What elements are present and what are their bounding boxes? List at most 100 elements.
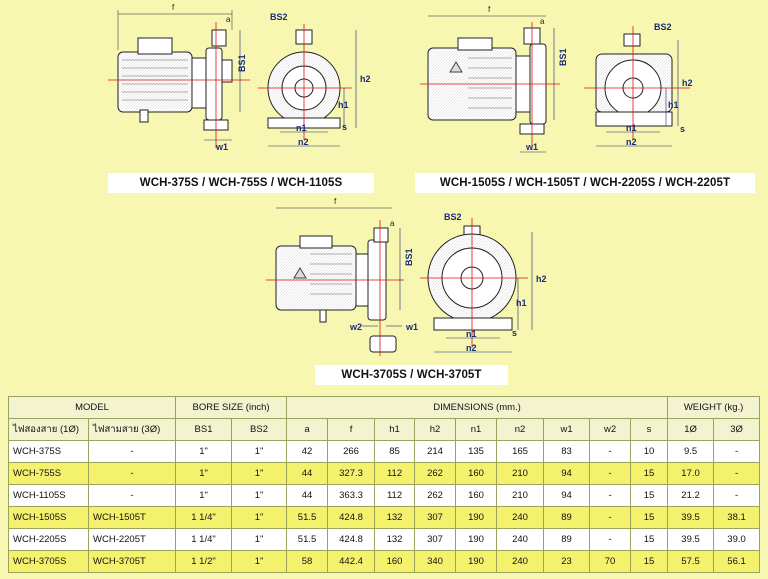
- col-header-n2: n2: [496, 418, 545, 441]
- dim-label-h2: h2: [360, 74, 371, 84]
- dim-label-n2-3: n2: [466, 343, 477, 353]
- dim-label-f-2: f: [488, 5, 491, 14]
- col-header-a: a: [286, 418, 329, 441]
- bore-size-header: BORE SIZE (inch): [175, 396, 288, 419]
- dim-label-h1-3: h1: [516, 298, 527, 308]
- cell-bs1: 1 1/2": [175, 550, 233, 573]
- dim-label-w2-3: w2: [349, 322, 362, 332]
- cell-n2: 165: [496, 440, 545, 463]
- cell-model-1ph: WCH-3705S: [8, 550, 89, 573]
- dim-label-bs1-3: BS1: [404, 248, 414, 266]
- single-phase-symbol: (1Ø): [60, 424, 79, 435]
- cell-h1: 85: [374, 440, 416, 463]
- cell-weight-1ph: 57.5: [667, 550, 715, 573]
- cell-a: 51.5: [286, 528, 329, 551]
- col-header-weight-3ph: 3Ø: [713, 418, 761, 441]
- cell-weight-1ph: 39.5: [667, 506, 715, 529]
- dimensions-header-text: DIMENSIONS (mm.): [433, 402, 521, 413]
- cell-n2: 210: [496, 484, 545, 507]
- dim-label-bs2: BS2: [270, 12, 288, 22]
- cell-model-1ph: WCH-755S: [8, 462, 89, 485]
- spec-table: MODEL BORE SIZE (inch) DIMENSIONS (mm.) …: [7, 396, 761, 573]
- weight-header: WEIGHT (kg.): [667, 396, 761, 419]
- cell-bs2: 1": [231, 440, 288, 463]
- cell-weight-3ph: 39.0: [713, 528, 761, 551]
- cell-model-3ph: -: [87, 440, 177, 463]
- cell-bs2: 1": [231, 550, 288, 573]
- cell-weight-1ph: 21.2: [667, 484, 715, 507]
- cell-w2: -: [589, 462, 632, 485]
- cell-h1: 132: [374, 506, 416, 529]
- header-row-1: MODEL BORE SIZE (inch) DIMENSIONS (mm.) …: [7, 396, 761, 419]
- cell-n1: 160: [455, 462, 498, 485]
- cell-h1: 132: [374, 528, 416, 551]
- cell-n2: 240: [496, 506, 545, 529]
- cell-f: 363.3: [327, 484, 376, 507]
- cell-h1: 112: [374, 484, 416, 507]
- dimensions-header: DIMENSIONS (mm.): [286, 396, 669, 419]
- cell-h2: 262: [414, 462, 457, 485]
- pump-front-view-2: BS2 h2 h1 n1 n2 s: [584, 22, 693, 147]
- cell-weight-3ph: -: [713, 440, 761, 463]
- three-phase-header: ไฟสามสาย (3Ø): [87, 418, 177, 441]
- cell-weight-3ph: -: [713, 462, 761, 485]
- col-header-w1: w1: [543, 418, 591, 441]
- cell-w2: -: [589, 528, 632, 551]
- cell-weight-3ph: 38.1: [713, 506, 761, 529]
- dim-label-n2: n2: [298, 137, 309, 147]
- dim-label-a: a: [226, 15, 231, 24]
- model-header: MODEL: [7, 396, 177, 419]
- dim-label-a-3: a: [390, 219, 395, 228]
- cell-n2: 210: [496, 462, 545, 485]
- cell-f: 266: [327, 440, 376, 463]
- cell-model-1ph: WCH-1505S: [8, 506, 89, 529]
- cell-bs2: 1": [231, 506, 288, 529]
- cell-h2: 340: [414, 550, 457, 573]
- dim-label-n2-2: n2: [626, 137, 637, 147]
- cell-h2: 262: [414, 484, 457, 507]
- cell-w1: 89: [543, 528, 591, 551]
- cell-bs1: 1 1/4": [175, 528, 233, 551]
- dim-label-h2-2: h2: [682, 78, 693, 88]
- cell-h1: 112: [374, 462, 416, 485]
- cell-f: 327.3: [327, 462, 376, 485]
- dim-label-h2-3: h2: [536, 274, 547, 284]
- pump-side-view-3: f a BS1 w2 w1: [266, 197, 418, 356]
- cell-bs2: 1": [231, 528, 288, 551]
- cell-a: 44: [286, 484, 329, 507]
- pump-front-view-1: BS2 h2 h1 n1 n2 s: [258, 12, 371, 147]
- caption-group-1: WCH-375S / WCH-755S / WCH-1105S: [108, 173, 374, 193]
- cell-a: 42: [286, 440, 329, 463]
- dim-label-w1-2: w1: [525, 142, 538, 152]
- dim-label-h1: h1: [338, 100, 349, 110]
- single-phase-header: ไฟสองสาย (1Ø): [8, 418, 89, 441]
- col-header-h1: h1: [374, 418, 416, 441]
- single-phase-label: ไฟสองสาย: [13, 424, 58, 435]
- col-header-bs1: BS1: [175, 418, 233, 441]
- cell-bs2: 1": [231, 484, 288, 507]
- cell-model-1ph: WCH-375S: [8, 440, 89, 463]
- cell-weight-1ph: 9.5: [667, 440, 715, 463]
- cell-model-1ph: WCH-2205S: [8, 528, 89, 551]
- cell-n2: 240: [496, 528, 545, 551]
- cell-f: 442.4: [327, 550, 376, 573]
- dim-label-f: f: [172, 3, 175, 12]
- cell-n1: 190: [455, 528, 498, 551]
- cell-weight-3ph: 56.1: [713, 550, 761, 573]
- pump-drawings: f a BS1 w1 BS2 h2 h1 n1 n2 s: [108, 3, 693, 356]
- cell-a: 58: [286, 550, 329, 573]
- cell-a: 44: [286, 462, 329, 485]
- cell-model-3ph: WCH-2205T: [87, 528, 177, 551]
- dim-label-f-3: f: [334, 197, 337, 206]
- cell-h2: 307: [414, 506, 457, 529]
- dim-label-w1: w1: [215, 142, 228, 152]
- cell-model-1ph: WCH-1105S: [8, 484, 89, 507]
- cell-bs1: 1": [175, 484, 233, 507]
- col-header-n1: n1: [455, 418, 498, 441]
- cell-w1: 94: [543, 484, 591, 507]
- cell-a: 51.5: [286, 506, 329, 529]
- dim-label-s-3: s: [512, 328, 517, 338]
